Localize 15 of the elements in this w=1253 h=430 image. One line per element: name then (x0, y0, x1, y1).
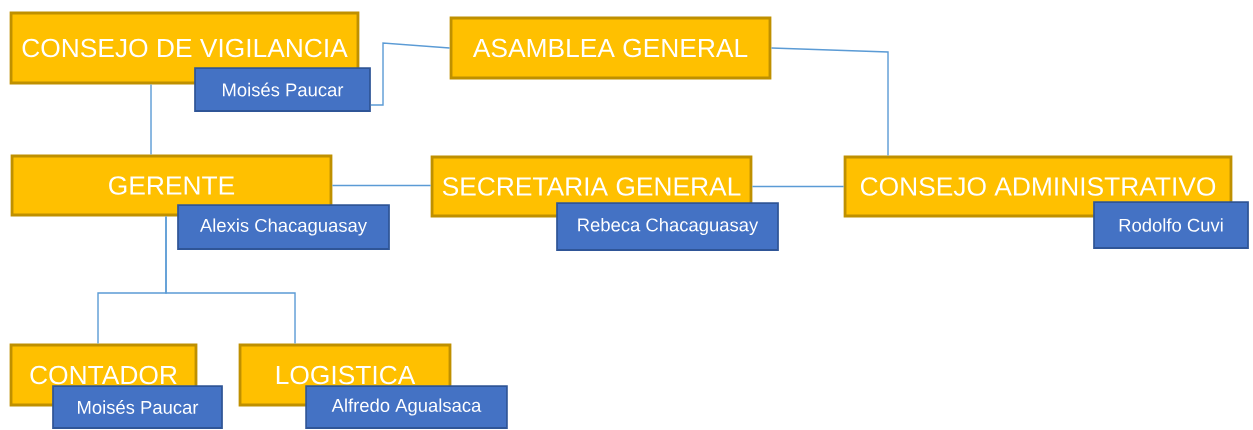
name-box: Rebeca Chacaguasay (556, 202, 779, 251)
name-box: Moisés Paucar (194, 67, 371, 112)
name-box: Alfredo Agualsaca (305, 385, 508, 429)
name-box: Moisés Paucar (52, 385, 223, 429)
position-box: CONSEJO ADMINISTRATIVO (843, 155, 1233, 218)
name-box: Alexis Chacaguasay (177, 204, 390, 250)
position-box: ASAMBLEA GENERAL (449, 16, 772, 80)
connector-line (150, 83, 152, 156)
position-box: GERENTE (10, 154, 333, 217)
connector-line (751, 185, 845, 188)
connector-line (331, 184, 432, 187)
connector-line (165, 215, 296, 345)
name-box: Rodolfo Cuvi (1093, 201, 1249, 249)
connector-line (770, 47, 889, 157)
connector-line (370, 42, 451, 106)
